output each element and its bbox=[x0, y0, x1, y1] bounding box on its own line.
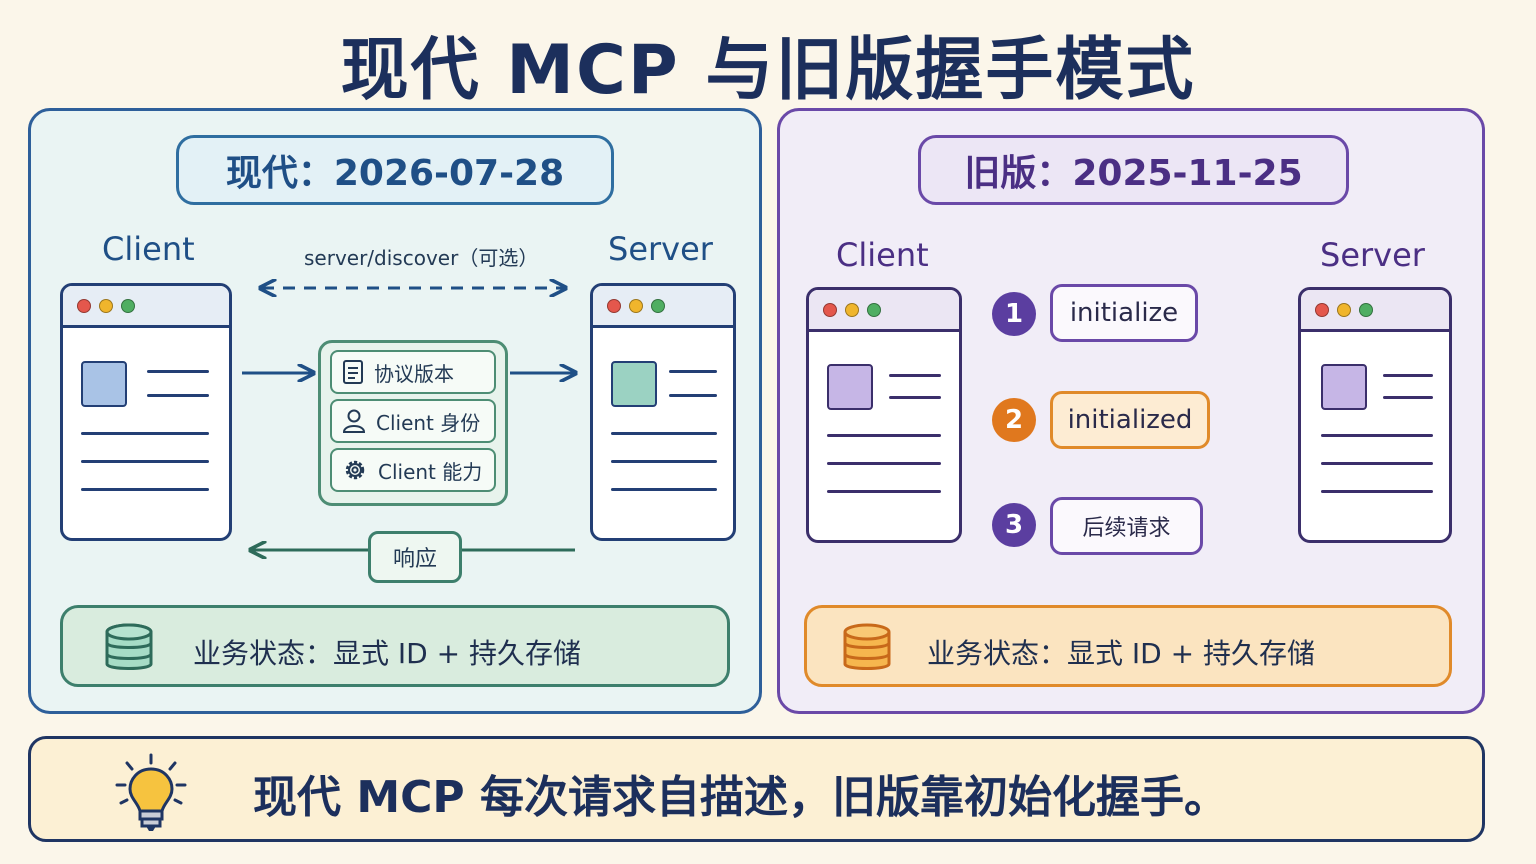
text-line bbox=[1383, 396, 1433, 399]
window-titlebar bbox=[63, 286, 229, 328]
text-line bbox=[147, 394, 209, 397]
image-placeholder-icon bbox=[611, 361, 657, 407]
modern-client-window bbox=[60, 283, 232, 541]
text-line bbox=[611, 460, 717, 463]
gear-icon bbox=[345, 460, 365, 480]
text-line bbox=[81, 460, 209, 463]
image-placeholder-icon bbox=[827, 364, 873, 410]
capability-client-ability: Client 能力 bbox=[330, 448, 496, 492]
text-line bbox=[669, 370, 717, 373]
text-line bbox=[1321, 462, 1433, 465]
minimize-dot-icon bbox=[99, 298, 113, 313]
maximize-dot-icon bbox=[651, 298, 665, 313]
text-line bbox=[1383, 374, 1433, 377]
text-line bbox=[827, 434, 941, 437]
image-placeholder-icon bbox=[1321, 364, 1367, 410]
step-number-2: 2 bbox=[992, 398, 1036, 442]
modern-state-text: 业务状态：显式 ID + 持久存储 bbox=[193, 637, 581, 670]
capability-client-identity: Client 身份 bbox=[330, 399, 496, 443]
modern-state-bar: 业务状态：显式 ID + 持久存储 bbox=[60, 605, 730, 687]
legacy-state-bar: 业务状态：显式 ID + 持久存储 bbox=[804, 605, 1452, 687]
lightbulb-icon bbox=[115, 753, 187, 831]
discover-label: server/discover（可选） bbox=[304, 246, 539, 270]
legacy-state-text: 业务状态：显式 ID + 持久存储 bbox=[927, 637, 1315, 670]
legacy-server-window bbox=[1298, 287, 1452, 543]
minimize-dot-icon bbox=[845, 302, 859, 317]
text-line bbox=[827, 462, 941, 465]
close-dot-icon bbox=[1315, 302, 1329, 317]
capability-label: Client 身份 bbox=[376, 410, 481, 435]
maximize-dot-icon bbox=[867, 302, 881, 317]
image-placeholder-icon bbox=[81, 361, 127, 407]
close-dot-icon bbox=[607, 298, 621, 313]
modern-client-label: Client bbox=[102, 230, 195, 268]
text-line bbox=[81, 432, 209, 435]
minimize-dot-icon bbox=[629, 298, 643, 313]
response-box: 响应 bbox=[368, 531, 462, 583]
window-titlebar bbox=[809, 290, 959, 332]
window-titlebar bbox=[593, 286, 733, 328]
modern-server-window bbox=[590, 283, 736, 541]
user-icon bbox=[342, 409, 366, 433]
maximize-dot-icon bbox=[1359, 302, 1373, 317]
close-dot-icon bbox=[823, 302, 837, 317]
step-initialize-box: initialize bbox=[1050, 284, 1198, 342]
text-line bbox=[147, 370, 209, 373]
minimize-dot-icon bbox=[1337, 302, 1351, 317]
text-line bbox=[889, 396, 941, 399]
step-number-3: 3 bbox=[992, 503, 1036, 547]
text-line bbox=[611, 432, 717, 435]
summary-bar: 现代 MCP 每次请求自描述，旧版靠初始化握手。 bbox=[28, 736, 1485, 842]
maximize-dot-icon bbox=[121, 298, 135, 313]
legacy-client-label: Client bbox=[836, 236, 929, 274]
text-line bbox=[669, 394, 717, 397]
close-dot-icon bbox=[77, 298, 91, 313]
legacy-server-label: Server bbox=[1320, 236, 1425, 274]
text-line bbox=[611, 488, 717, 491]
text-line bbox=[1321, 434, 1433, 437]
step-number-1: 1 bbox=[992, 292, 1036, 336]
capability-label: Client 能力 bbox=[378, 459, 483, 484]
modern-version-pill: 现代：2026-07-28 bbox=[176, 135, 614, 205]
text-line bbox=[81, 488, 209, 491]
legacy-version-pill: 旧版：2025-11-25 bbox=[918, 135, 1349, 205]
text-line bbox=[827, 490, 941, 493]
capability-protocol-version: 协议版本 bbox=[330, 350, 496, 394]
modern-server-label: Server bbox=[608, 230, 713, 268]
window-titlebar bbox=[1301, 290, 1449, 332]
step-initialized-box: initialized bbox=[1050, 391, 1210, 449]
capability-label: 协议版本 bbox=[374, 361, 454, 386]
document-icon bbox=[343, 360, 363, 384]
text-line bbox=[1321, 490, 1433, 493]
legacy-client-window bbox=[806, 287, 962, 543]
database-icon bbox=[843, 623, 891, 670]
summary-text: 现代 MCP 每次请求自描述，旧版靠初始化握手。 bbox=[253, 772, 1228, 823]
text-line bbox=[889, 374, 941, 377]
page-title: 现代 MCP 与旧版握手模式 bbox=[340, 31, 1196, 110]
step-followup-box: 后续请求 bbox=[1050, 497, 1203, 555]
database-icon bbox=[105, 623, 153, 670]
